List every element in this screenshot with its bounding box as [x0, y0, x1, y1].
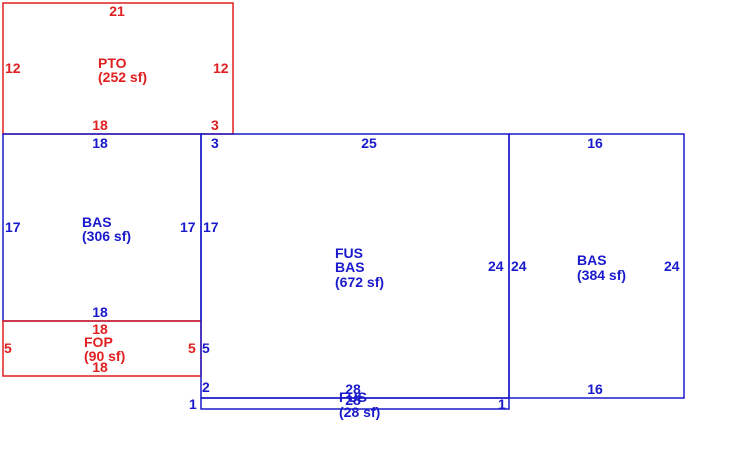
bas-right-code: BAS [577, 252, 607, 268]
dim-pto-left: 12 [5, 60, 21, 76]
dim-center-left-upper: 17 [203, 219, 219, 235]
bas-left-code: BAS [82, 214, 112, 230]
dim-strip-left: 1 [189, 396, 197, 412]
dim-center-bottom: 28 [345, 381, 361, 397]
dim-bas-right-bottom: 16 [587, 381, 603, 397]
dim-strip-bottom: 28 [345, 392, 361, 408]
dim-pto-right: 12 [213, 60, 229, 76]
dim-fop-left: 5 [4, 340, 12, 356]
fop-size: (90 sf) [84, 348, 125, 364]
dim-center-left-lower: 5 [202, 340, 210, 356]
center-code-bas: BAS [335, 259, 365, 275]
dim-pto-top: 21 [109, 3, 125, 19]
dim-strip-right: 1 [498, 396, 506, 412]
dim-center-top: 25 [361, 135, 377, 151]
dim-fop-right: 5 [188, 340, 196, 356]
dim-pto-step: 3 [211, 117, 219, 133]
dim-bas-left-left: 17 [5, 219, 21, 235]
dim-bas-right-right: 24 [664, 258, 680, 274]
pto-size: (252 sf) [98, 69, 147, 85]
dim-center-right: 24 [488, 258, 504, 274]
strip-size: (28 sf) [339, 404, 380, 420]
fus-strip-outline [200, 397, 510, 410]
dim-bas-left-right: 17 [180, 219, 196, 235]
dim-bas-right-top: 16 [587, 135, 603, 151]
strip-code: FUS [339, 389, 367, 405]
center-code-fus: FUS [335, 245, 363, 261]
dim-pto-bottom: 18 [92, 117, 108, 133]
center-size: (672 sf) [335, 274, 384, 290]
dim-fop-bottom: 18 [92, 359, 108, 375]
bas-right-outline [508, 133, 685, 399]
pto-code: PTO [98, 55, 127, 71]
fop-code: FOP [84, 334, 113, 350]
dim-bas-left-bottom: 18 [92, 304, 108, 320]
dim-bas-left-top: 18 [92, 135, 108, 151]
bas-right-size: (384 sf) [577, 267, 626, 283]
dim-center-top-left: 3 [211, 135, 219, 151]
dim-bas-right-left: 24 [511, 258, 527, 274]
bas-left-size: (306 sf) [82, 228, 131, 244]
dim-fop-top: 18 [92, 321, 108, 337]
dim-center-left-bottom: 2 [202, 379, 210, 395]
